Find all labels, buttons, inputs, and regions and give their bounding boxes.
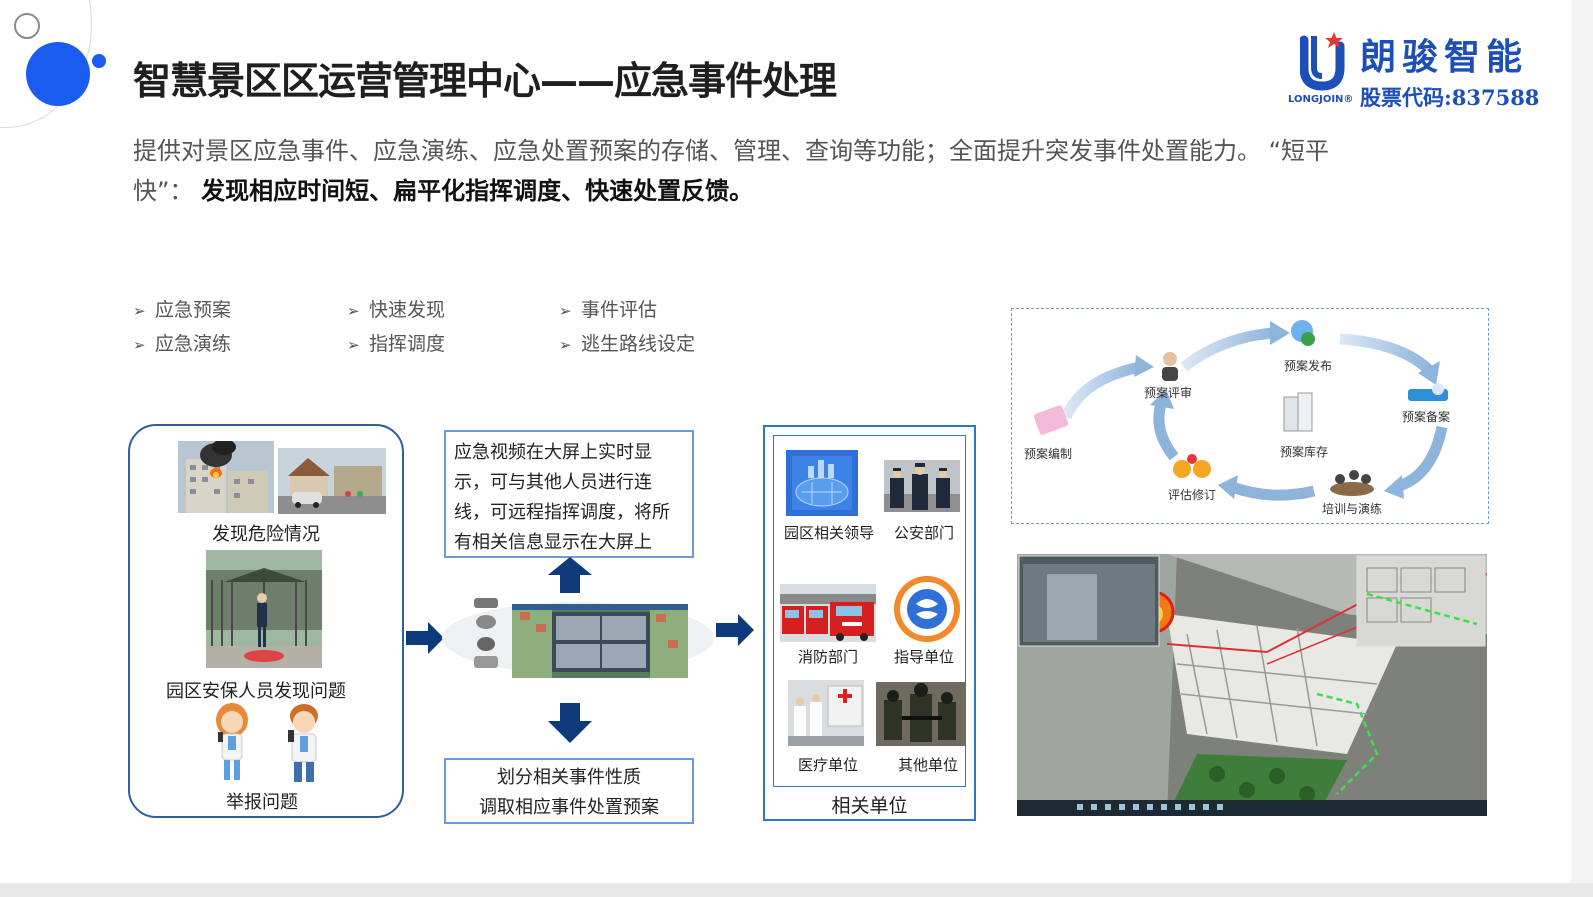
decorative-blue-circle xyxy=(26,42,90,106)
lifecycle-label-library: 预案库存 xyxy=(1280,445,1329,459)
page-title: 智慧景区区运营管理中心——应急事件处理 xyxy=(133,59,837,103)
decorative-blue-dot xyxy=(92,54,106,68)
company-logo: 朗骏智能 LONGJOIN® 股票代码:837588 xyxy=(1288,26,1540,116)
bullet-arrow-icon: ➢ xyxy=(559,302,572,320)
event-classification-line-1: 划分相关事件性质 xyxy=(497,767,641,788)
guidance-unit-emblem-icon xyxy=(894,576,960,642)
discovery-caption-guard: 园区安保人员发现问题 xyxy=(166,681,346,702)
police-photo xyxy=(884,460,960,512)
bullet-arrow-icon: ➢ xyxy=(133,302,146,320)
flow-arrow-right-icon xyxy=(716,614,754,646)
flow-arrow-up-icon xyxy=(548,557,592,593)
lifecycle-label-training: 培训与演练 xyxy=(1322,502,1383,516)
bullet-arrow-icon: ➢ xyxy=(559,336,572,354)
special-forces-photo xyxy=(876,682,966,746)
event-classification-line-2: 调取相应事件处置预案 xyxy=(479,797,659,818)
video-display-description: 应急视频在大屏上实时显示，可与其他人员进行连线，可远程指挥调度，将所有相关信息显… xyxy=(444,430,694,558)
related-units-inner-frame: 园区相关领导 公安部门 xyxy=(773,435,966,787)
security-guard-photo xyxy=(206,550,322,668)
lifecycle-label-publish: 预案发布 xyxy=(1284,359,1333,373)
discovery-panel: 发现危险情况 园区安保人员发现问题 xyxy=(128,424,404,818)
plan-draft-icon xyxy=(1033,405,1069,435)
bullet-item: ➢逃生路线设定 xyxy=(559,333,696,355)
flow-arrow-right-icon xyxy=(406,622,444,654)
related-units-panel: 园区相关领导 公安部门 xyxy=(763,425,976,821)
event-classification-box: 划分相关事件性质 调取相应事件处置预案 xyxy=(444,758,694,824)
discovery-caption-report: 举报问题 xyxy=(226,792,298,813)
plan-library-server-icon xyxy=(1283,392,1313,432)
longjoin-logo-icon xyxy=(1300,32,1345,91)
command-center-screen-image xyxy=(442,598,714,678)
evaluate-revise-icon xyxy=(1173,454,1211,478)
reporter-boy-icon xyxy=(288,704,318,782)
logo-name: 朗骏智能 xyxy=(1360,36,1529,78)
lifecycle-label-filing: 预案备案 xyxy=(1402,410,1451,424)
emergency-plan-lifecycle-diagram: 预案编制 预案评审 预案发布 预案备案 预案库存 评估修订 培训与演练 xyxy=(1011,308,1489,524)
decorative-ring xyxy=(14,13,40,39)
discovery-caption-danger: 发现危险情况 xyxy=(212,524,320,545)
cloud-network-icon xyxy=(786,450,858,516)
plan-publish-icon xyxy=(1291,320,1315,346)
unit-label-medical: 医疗单位 xyxy=(798,756,859,774)
logo-english-name: LONGJOIN® xyxy=(1288,94,1354,105)
lifecycle-label-evaluate: 评估修订 xyxy=(1168,488,1217,502)
stock-code: 股票代码:837588 xyxy=(1360,85,1540,110)
feature-bullet-list: ➢应急预案 ➢快速发现 ➢事件评估 ➢应急演练 ➢指挥调度 ➢逃生路线设定 xyxy=(133,295,753,371)
bullet-arrow-icon: ➢ xyxy=(347,336,360,354)
intro-line-2-emphasis: 发现相应时间短、扁平化指挥调度、快速处置反馈。 xyxy=(201,177,754,205)
bullet-item: ➢应急演练 xyxy=(133,333,232,355)
lifecycle-label-review: 预案评审 xyxy=(1144,386,1193,400)
lifecycle-arrows-icon xyxy=(1033,320,1448,501)
intro-line-1: 提供对景区应急事件、应急演练、应急处置预案的存储、管理、查询等功能；全面提升突发… xyxy=(133,137,1330,165)
bullet-arrow-icon: ➢ xyxy=(133,336,146,354)
bullet-item: ➢事件评估 xyxy=(559,299,658,321)
unit-label-other: 其他单位 xyxy=(898,756,959,774)
fire-building-photo xyxy=(178,441,274,513)
evacuation-3d-scene-graphic xyxy=(1017,554,1487,816)
slide-bottom-shade xyxy=(0,883,1593,897)
unit-label-guidance: 指导单位 xyxy=(894,648,955,666)
intro-paragraph: 提供对景区应急事件、应急演练、应急处置预案的存储、管理、查询等功能；全面提升突发… xyxy=(133,131,1453,211)
evacuation-3d-scene-image xyxy=(1017,554,1487,816)
street-scene-photo xyxy=(278,448,386,514)
slide-edge xyxy=(1571,0,1593,897)
camera-devices-icon xyxy=(474,598,498,668)
unit-label-leadership: 园区相关领导 xyxy=(784,524,875,542)
bullet-item: ➢快速发现 xyxy=(347,299,446,321)
lifecycle-label-draft: 预案编制 xyxy=(1024,447,1073,461)
bullet-arrow-icon: ➢ xyxy=(347,302,360,320)
flow-arrow-down-icon xyxy=(548,703,592,743)
fire-trucks-photo xyxy=(780,584,876,642)
bullet-item: ➢指挥调度 xyxy=(347,333,446,355)
unit-label-police: 公安部门 xyxy=(894,524,955,542)
bullet-item: ➢应急预案 xyxy=(133,299,232,321)
training-drill-icon xyxy=(1330,470,1374,496)
related-units-title: 相关单位 xyxy=(831,795,908,817)
plan-review-icon xyxy=(1162,352,1178,381)
reporter-girl-icon xyxy=(216,703,248,780)
medical-team-photo xyxy=(788,680,864,746)
plan-filing-icon xyxy=(1408,383,1448,401)
intro-line-2: 快”： 发现相应时间短、扁平化指挥调度、快速处置反馈。 xyxy=(133,171,1453,211)
intro-line-2-prefix: 快”： xyxy=(133,177,194,205)
unit-label-fire: 消防部门 xyxy=(798,648,859,666)
